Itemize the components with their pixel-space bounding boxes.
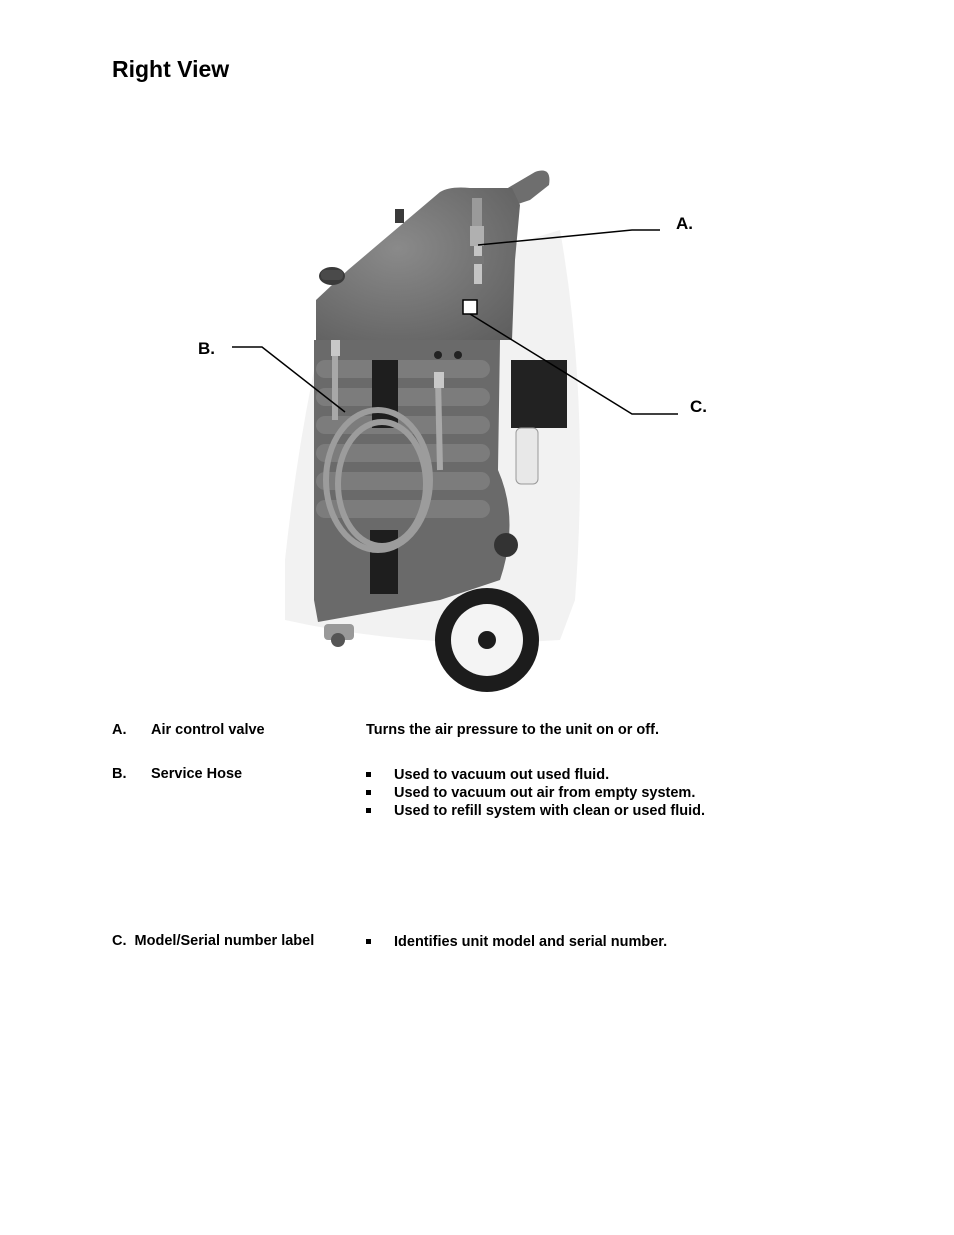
bullet-icon bbox=[366, 939, 371, 944]
legend-name: Air control valve bbox=[151, 722, 265, 738]
bullet-icon bbox=[366, 790, 371, 795]
bullet-text: Used to vacuum out used fluid. bbox=[394, 767, 610, 783]
legend-letter: A. bbox=[112, 722, 127, 738]
callout-label-a: A. bbox=[676, 214, 693, 233]
bullet-icon bbox=[366, 808, 371, 813]
legend-bullet-list: Used to vacuum out used fluid. Used to v… bbox=[366, 766, 705, 820]
callout-line-c bbox=[469, 313, 678, 415]
bullet-text: Used to vacuum out air from empty system… bbox=[394, 785, 696, 801]
machine-right-view-illustration bbox=[232, 170, 678, 692]
legend-description: Turns the air pressure to the unit on or… bbox=[366, 722, 659, 738]
list-item: Used to vacuum out air from empty system… bbox=[366, 784, 705, 802]
list-item: Identifies unit model and serial number. bbox=[366, 933, 667, 951]
serial-label-marker bbox=[462, 299, 478, 315]
list-item: Used to vacuum out used fluid. bbox=[366, 766, 705, 784]
callout-label-b: B. bbox=[198, 339, 215, 358]
bullet-text: Used to refill system with clean or used… bbox=[394, 803, 706, 819]
callout-line-a bbox=[477, 229, 660, 246]
legend-name: Service Hose bbox=[151, 766, 243, 782]
callout-label-c: C. bbox=[690, 397, 707, 416]
bullet-text: Identifies unit model and serial number. bbox=[394, 934, 668, 950]
legend-bullet-list: Identifies unit model and serial number. bbox=[366, 933, 667, 951]
legend-name: C. Model/Serial number label bbox=[112, 933, 315, 949]
upper-housing bbox=[316, 187, 520, 340]
list-item: Used to refill system with clean or used… bbox=[366, 802, 705, 820]
page-title: Right View bbox=[112, 56, 230, 82]
bullet-icon bbox=[366, 772, 371, 777]
legend-letter: B. bbox=[112, 766, 127, 782]
callout-line-b bbox=[232, 346, 346, 413]
